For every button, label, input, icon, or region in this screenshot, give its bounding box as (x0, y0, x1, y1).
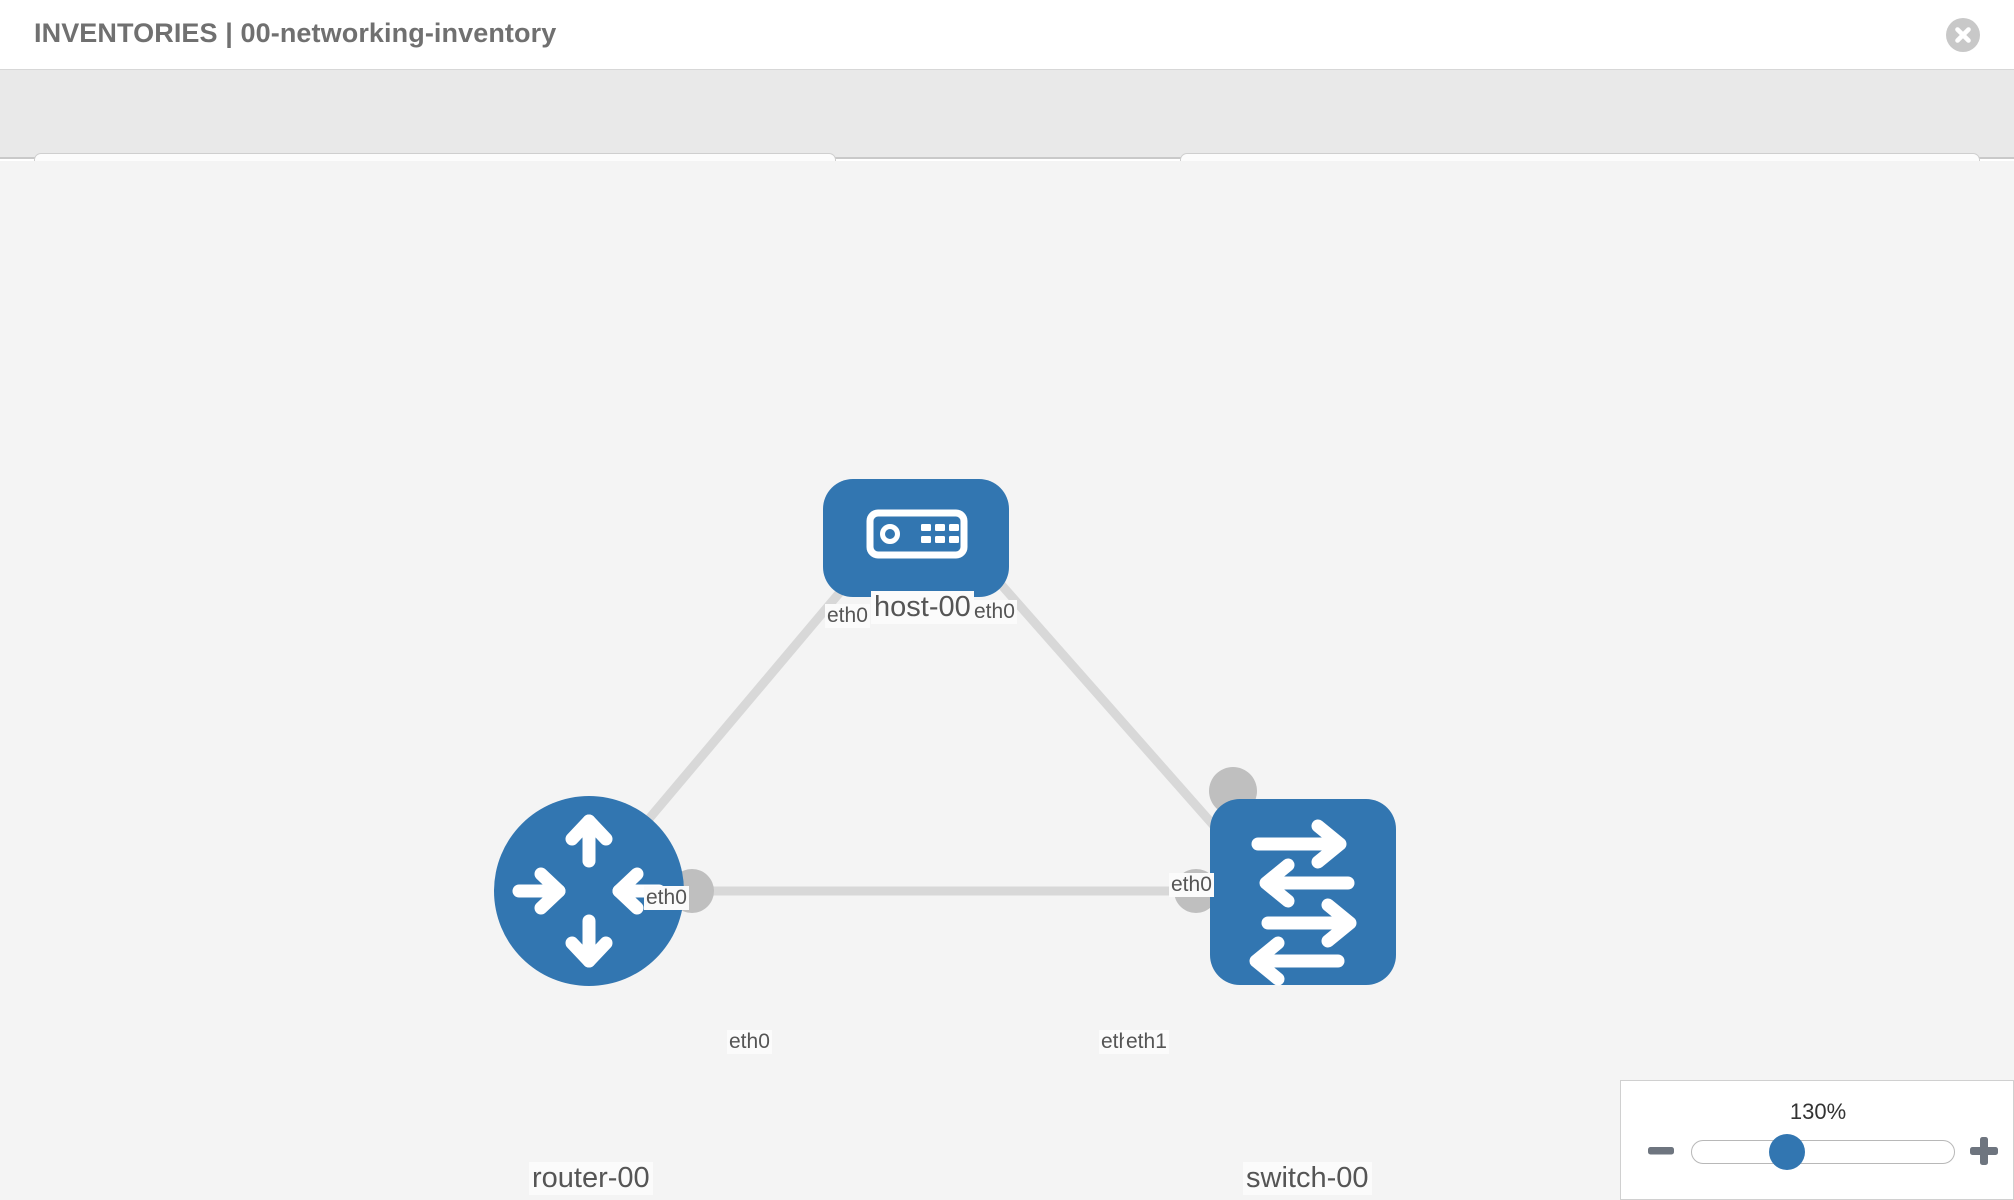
node-router-00[interactable] (494, 796, 684, 986)
zoom-control-panel: 130% (1620, 1080, 2014, 1200)
close-icon[interactable] (1946, 18, 1980, 52)
node-host-00[interactable] (823, 479, 1009, 597)
zoom-level-value: 130% (1789, 1099, 1847, 1124)
topology-graph (494, 479, 1396, 986)
edge-label: eth0 (972, 600, 1017, 624)
plus-icon[interactable] (1969, 1136, 1999, 1166)
zoom-slider[interactable] (1691, 1140, 1955, 1164)
edge-label: eth1 (1124, 1030, 1169, 1054)
toolbar: ACTIONS SEARCH (0, 70, 2014, 205)
node-label-router: router-00 (529, 1162, 653, 1195)
node-label-switch: switch-00 (1243, 1162, 1372, 1195)
zoom-slider-thumb[interactable] (1769, 1134, 1805, 1170)
node-switch-00[interactable] (1210, 799, 1396, 986)
page-header: INVENTORIES | 00-networking-inventory (0, 0, 2014, 70)
edge-label: eth0 (644, 886, 689, 910)
server-device-icon (866, 509, 968, 559)
minus-icon[interactable] (1647, 1138, 1675, 1164)
page-title: INVENTORIES | 00-networking-inventory (34, 18, 557, 48)
switch-arrows-icon (1249, 819, 1357, 986)
edge-label: eth0 (1169, 873, 1214, 897)
topology-canvas[interactable]: eth0 eth0 eth0 eth0 eth0 eth0 eth1 host-… (0, 161, 2014, 1200)
router-arrows-icon (512, 814, 666, 968)
edge-label: eth0 (825, 604, 870, 628)
node-label-host: host-00 (871, 591, 974, 624)
edge-label: eth0 (727, 1030, 772, 1054)
